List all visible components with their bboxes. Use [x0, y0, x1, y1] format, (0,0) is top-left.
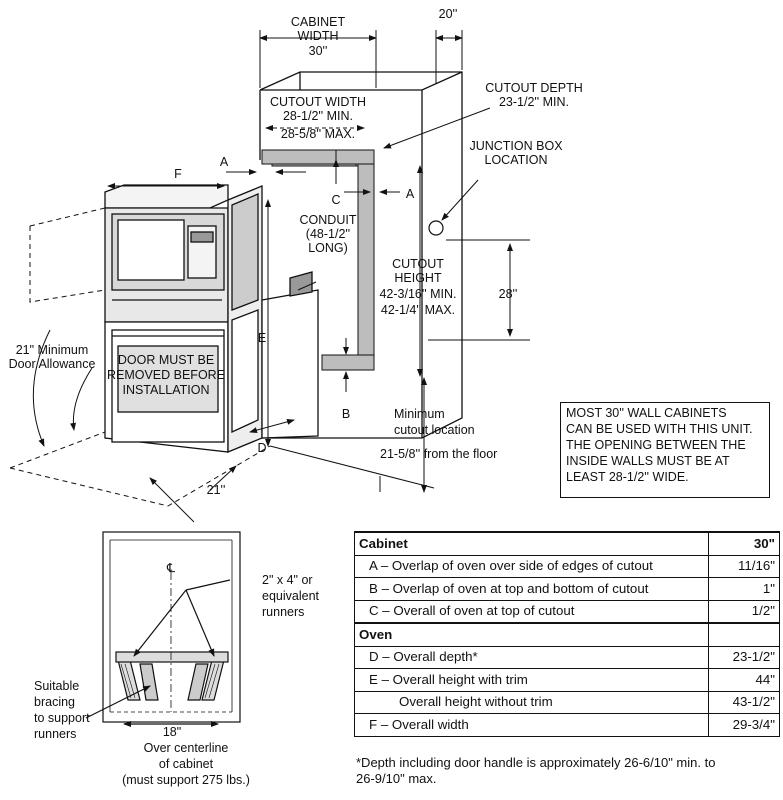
table-cell-value [708, 622, 780, 647]
table-cell-value: 43-1/2" [708, 690, 780, 714]
table-cell-value: 1/2" [708, 599, 780, 624]
door-removed-label-2: REMOVED BEFORE [107, 368, 225, 382]
centerline-label-4: (must support 275 lbs.) [122, 773, 250, 787]
table-row: A – Overlap of oven over side of edges o… [354, 554, 780, 578]
height-28-label: 28'' [499, 287, 518, 301]
note-line: MOST 30'' WALL CABINETS [566, 406, 727, 420]
table-row: Oven [354, 622, 780, 647]
cabinet-width-label-2: WIDTH [298, 29, 339, 43]
cutout-width-label-2: 28-1/2'' MIN. [283, 109, 353, 123]
oven-unit [104, 184, 319, 453]
table-cell-label: E – Overall height with trim [354, 668, 709, 692]
table-cell-label: F – Overall width [354, 713, 709, 737]
cutout-depth-label-1: CUTOUT DEPTH [485, 81, 582, 95]
door-allowance-outline [9, 207, 271, 507]
min-cutout-label-2: cutout location [394, 423, 475, 437]
door-removed-label-1: DOOR MUST BE [118, 353, 214, 367]
table-cell-label: A – Overlap of oven over side of edges o… [354, 554, 709, 578]
table-cell-label: C – Overall of oven at top of cutout [354, 599, 709, 624]
centerline-label-1: 18" [163, 725, 181, 739]
top-drawing-labels: CABINET WIDTH 30'' 20'' CUTOUT WIDTH 28-… [9, 7, 583, 497]
table-cell-value: 23-1/2" [708, 645, 780, 669]
door-removed-label-3: INSTALLATION [122, 383, 209, 397]
cutout-width-label-1: CUTOUT WIDTH [270, 95, 366, 109]
door-allowance-label-2: Door Allowance [9, 357, 96, 371]
table-cell-label: D – Overall depth* [354, 645, 709, 669]
note-line: LEAST 28-1/2'' WIDE. [566, 470, 689, 484]
table-row: B – Overlap of oven at top and bottom of… [354, 577, 780, 601]
centerline-label-3: of cabinet [159, 757, 214, 771]
runners-label-1: 2" x 4" or [262, 573, 313, 587]
table-row: E – Overall height with trim 44" [354, 668, 780, 692]
cabinet-note-box: MOST 30'' WALL CABINETS CAN BE USED WITH… [560, 402, 770, 498]
cutout-height-label-3: 42-3/16'' MIN. [379, 287, 456, 301]
table-cell-label: Oven [354, 622, 709, 647]
dim-a-right-label: A [406, 187, 415, 201]
cabinet-width-label-3: 30'' [309, 44, 328, 58]
table-row: C – Overall of oven at top of cutout 1/2… [354, 599, 780, 624]
table-cell-value: 30" [708, 531, 780, 556]
min-cutout-label-3: 21-5/8'' from the floor [380, 447, 497, 461]
table-cell-label: B – Overlap of oven at top and bottom of… [354, 577, 709, 601]
table-cell-label: Cabinet [354, 531, 709, 556]
depth-21-label: 21'' [207, 483, 226, 497]
dim-f-label: F [174, 167, 182, 181]
depth-footnote: *Depth including door handle is approxim… [356, 755, 780, 787]
cutout-depth-label-2: 23-1/2'' MIN. [499, 95, 569, 109]
runners-label-2: equivalent [262, 589, 320, 603]
table-row: Overall height without trim 43-1/2" [354, 690, 780, 714]
table-cell-value: 11/16" [708, 554, 780, 578]
centerline-icon: ℄ [166, 561, 176, 575]
table-cell-value: 1" [708, 577, 780, 601]
cabinet-width-label-1: CABINET [291, 15, 346, 29]
table-row: Cabinet 30" [354, 531, 780, 556]
table-cell-label: Overall height without trim [354, 690, 709, 714]
door-allowance-label-1: 21" Minimum [16, 343, 89, 357]
conduit-label-2: (48-1/2'' [306, 227, 350, 241]
centerline-label-2: Over centerline [144, 741, 229, 755]
note-line: CAN BE USED WITH THIS UNIT. [566, 422, 753, 436]
bracing-label-2: bracing [34, 695, 75, 709]
junction-box-label-2: LOCATION [485, 153, 548, 167]
table-cell-value: 29-3/4" [708, 713, 780, 737]
cutout-width-label-3: 28-5/8'' MAX. [281, 127, 355, 141]
dimension-spec-table: Cabinet 30" A – Overlap of oven over sid… [354, 531, 780, 737]
table-row: F – Overall width 29-3/4" [354, 713, 780, 737]
junction-box-icon [428, 220, 444, 236]
footnote-line: *Depth including door handle is approxim… [356, 755, 716, 770]
runners-label-3: runners [262, 605, 304, 619]
bracing-label-1: Suitable [34, 679, 79, 693]
table-cell-value: 44" [708, 668, 780, 692]
cutout-height-label-1: CUTOUT [392, 257, 444, 271]
footnote-line: 26-9/10" max. [356, 771, 437, 786]
conduit-label-1: CONDUIT [300, 213, 357, 227]
conduit-label-3: LONG) [308, 241, 348, 255]
top-gap-label: 20'' [439, 7, 458, 21]
bracing-label-3: to support [34, 711, 90, 725]
bracing-label-4: runners [34, 727, 76, 741]
runner-detail [85, 531, 241, 727]
cutout-height-label-2: HEIGHT [394, 271, 442, 285]
junction-box-label-1: JUNCTION BOX [469, 139, 563, 153]
cutout-height-label-4: 42-1/4'' MAX. [381, 303, 455, 317]
note-line: INSIDE WALLS MUST BE AT [566, 454, 730, 468]
note-line: THE OPENING BETWEEN THE [566, 438, 746, 452]
cutout-frame [261, 149, 375, 371]
dim-a-top-label: A [220, 155, 229, 169]
dim-c-label: C [331, 193, 340, 207]
runner-detail-labels: ℄ 2" x 4" or equivalent runners Suitable… [34, 561, 320, 787]
dim-b-label: B [342, 407, 350, 421]
table-row: D – Overall depth* 23-1/2" [354, 645, 780, 669]
dim-d-label: D [257, 441, 266, 455]
min-cutout-label-1: Minimum [394, 407, 445, 421]
dim-e-label: E [258, 331, 266, 345]
